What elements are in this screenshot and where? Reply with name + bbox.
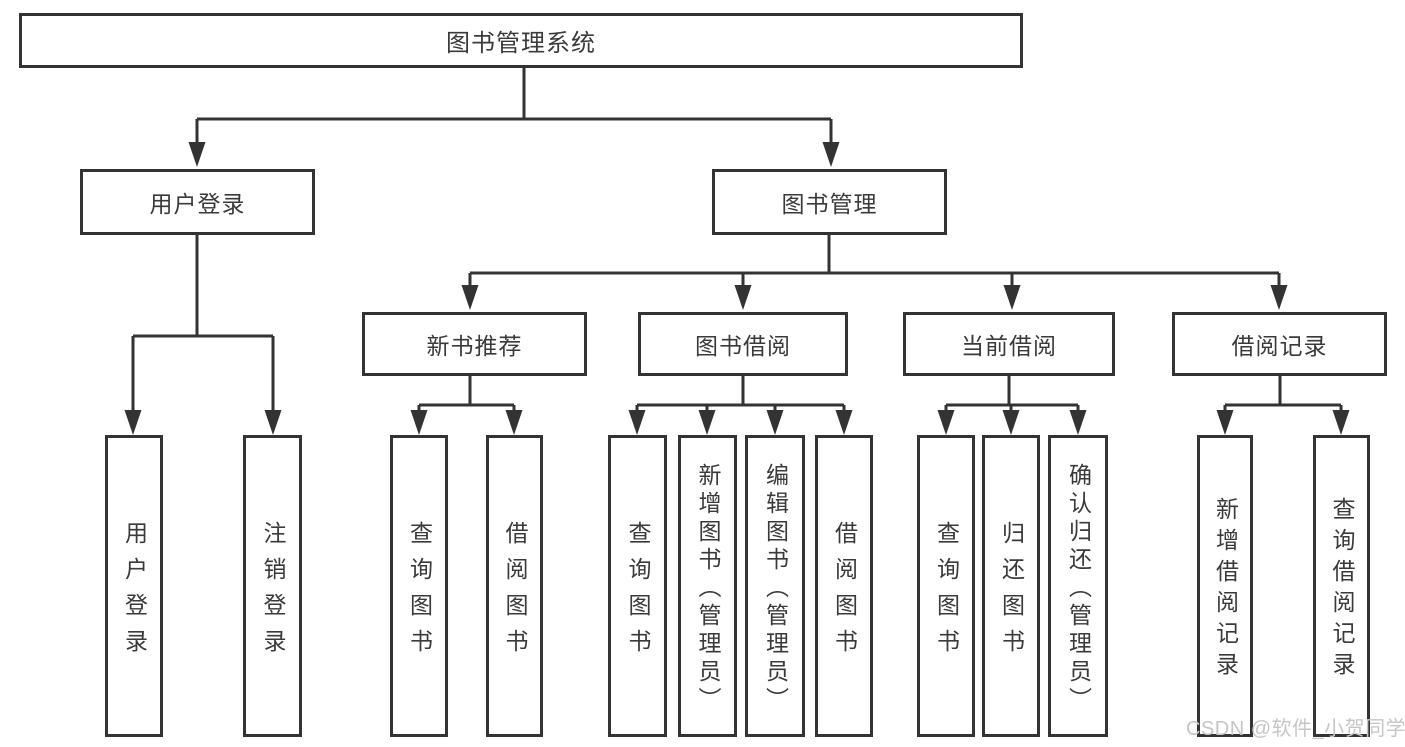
leaf-label: 查询图书 — [625, 520, 651, 665]
node-leaf-br-query: 查询借阅记录 — [1313, 435, 1370, 737]
arrowhead — [264, 410, 282, 435]
node-new-book-rec: 新书推荐 — [362, 312, 587, 376]
connector-new-book-rec-children — [410, 375, 523, 435]
connector-user-login-children — [124, 235, 282, 435]
arrowhead — [1069, 410, 1087, 435]
arrowhead — [505, 410, 523, 435]
connector-book-borrow-children — [628, 375, 853, 435]
leaf-label: 确认归还（管理员） — [1065, 462, 1092, 715]
node-leaf-user-login: 用户登录 — [105, 435, 163, 737]
leaf-label: 查询图书 — [406, 520, 433, 665]
node-leaf-br-add: 新增借阅记录 — [1197, 435, 1253, 737]
arrowhead — [835, 410, 853, 435]
leaf-label: 注销登录 — [260, 520, 286, 665]
node-user-login: 用户登录 — [80, 169, 315, 235]
arrowhead — [1002, 410, 1020, 435]
arrowhead — [1216, 410, 1234, 435]
node-current-borrow: 当前借阅 — [903, 312, 1115, 376]
arrowhead — [1003, 285, 1021, 310]
node-leaf-bb-edit: 编辑图书（管理员） — [745, 435, 805, 737]
leaf-label: 查询借阅记录 — [1329, 497, 1355, 683]
node-root: 图书管理系统 — [19, 13, 1023, 68]
arrowhead — [1270, 285, 1288, 310]
arrowhead — [766, 410, 784, 435]
leaf-label: 新增图书（管理员） — [695, 462, 721, 715]
arrowhead — [734, 285, 752, 310]
arrowhead — [937, 410, 955, 435]
node-leaf-cb-return: 归还图书 — [982, 435, 1040, 737]
node-leaf-cb-query: 查询图书 — [917, 435, 975, 737]
connector-root-to-level2 — [188, 68, 840, 167]
node-leaf-bb-borrow: 借阅图书 — [815, 435, 873, 737]
node-leaf-rec-query: 查询图书 — [390, 435, 448, 737]
leaf-label: 查询图书 — [933, 520, 960, 665]
node-leaf-cb-confirm: 确认归还（管理员） — [1048, 435, 1108, 737]
arrowhead — [188, 142, 206, 167]
arrowhead — [822, 142, 840, 167]
node-borrow-records: 借阅记录 — [1172, 312, 1387, 376]
arrowhead — [461, 285, 479, 310]
arrowhead — [628, 410, 646, 435]
connector-book-mgmt-to-level3 — [461, 235, 1288, 310]
node-leaf-logout: 注销登录 — [243, 435, 302, 737]
leaf-label: 编辑图书（管理员） — [762, 462, 789, 715]
node-leaf-rec-borrow: 借阅图书 — [486, 435, 543, 737]
node-book-borrow: 图书借阅 — [638, 312, 848, 376]
leaf-label: 归还图书 — [998, 520, 1025, 665]
leaf-label: 借阅图书 — [831, 520, 858, 665]
leaf-label: 借阅图书 — [502, 520, 528, 665]
csdn-watermark: CSDN @软件_小贺同学 — [1186, 718, 1405, 740]
connector-current-borrow-children — [937, 375, 1087, 435]
leaf-label: 新增借阅记录 — [1212, 497, 1239, 683]
arrowhead — [124, 410, 142, 435]
leaf-label: 用户登录 — [121, 520, 148, 665]
arrowhead — [698, 410, 716, 435]
node-leaf-bb-query: 查询图书 — [608, 435, 667, 737]
arrowhead — [410, 410, 428, 435]
node-book-mgmt: 图书管理 — [712, 169, 947, 235]
arrowhead — [1332, 410, 1350, 435]
node-leaf-bb-add: 新增图书（管理员） — [678, 435, 737, 737]
connector-borrow-records-children — [1216, 375, 1350, 435]
